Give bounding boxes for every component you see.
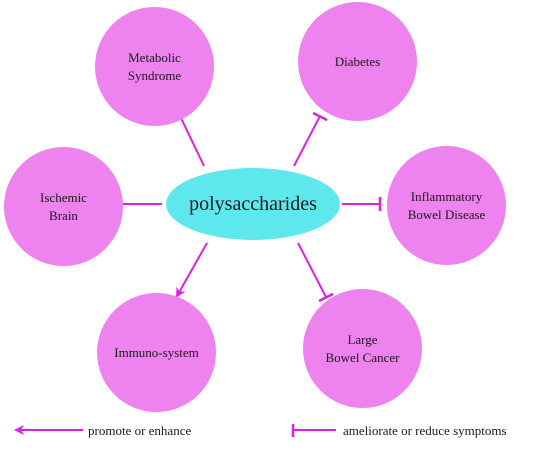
node-inflammatory-bowel-disease: Inflammatory Bowel Disease (387, 146, 506, 265)
node-label: Ischemic Brain (40, 189, 87, 223)
legend-ameliorate-label: ameliorate or reduce symptoms (343, 423, 507, 438)
legend-promote-label: promote or enhance (88, 423, 192, 438)
node-ischemic-brain: Ischemic Brain (4, 147, 123, 266)
node-immuno-system: Immuno-system (97, 293, 216, 412)
node-label: Metabolic Syndrome (127, 49, 182, 83)
hub-label: polysaccharides (189, 192, 317, 215)
node-label: Large Bowel Cancer (325, 331, 400, 365)
node-label: Inflammatory Bowel Disease (407, 188, 486, 222)
link-immuno-system (176, 242, 208, 298)
link-diabetes (293, 111, 328, 167)
node-label: Immuno-system (114, 344, 199, 360)
legend-ameliorate-bar (291, 424, 336, 437)
hub-polysaccharides: polysaccharides (166, 168, 340, 240)
node-large-bowel-cancer: Large Bowel Cancer (303, 289, 422, 408)
link-large-bowel-cancer (297, 242, 334, 303)
link-inflammatory-bowel-disease (342, 197, 382, 211)
node-diabetes: Diabetes (298, 2, 417, 121)
node-metabolic-syndrome: Metabolic Syndrome (95, 7, 214, 126)
node-label: Diabetes (334, 53, 381, 69)
link-ischemic-brain (119, 197, 162, 211)
